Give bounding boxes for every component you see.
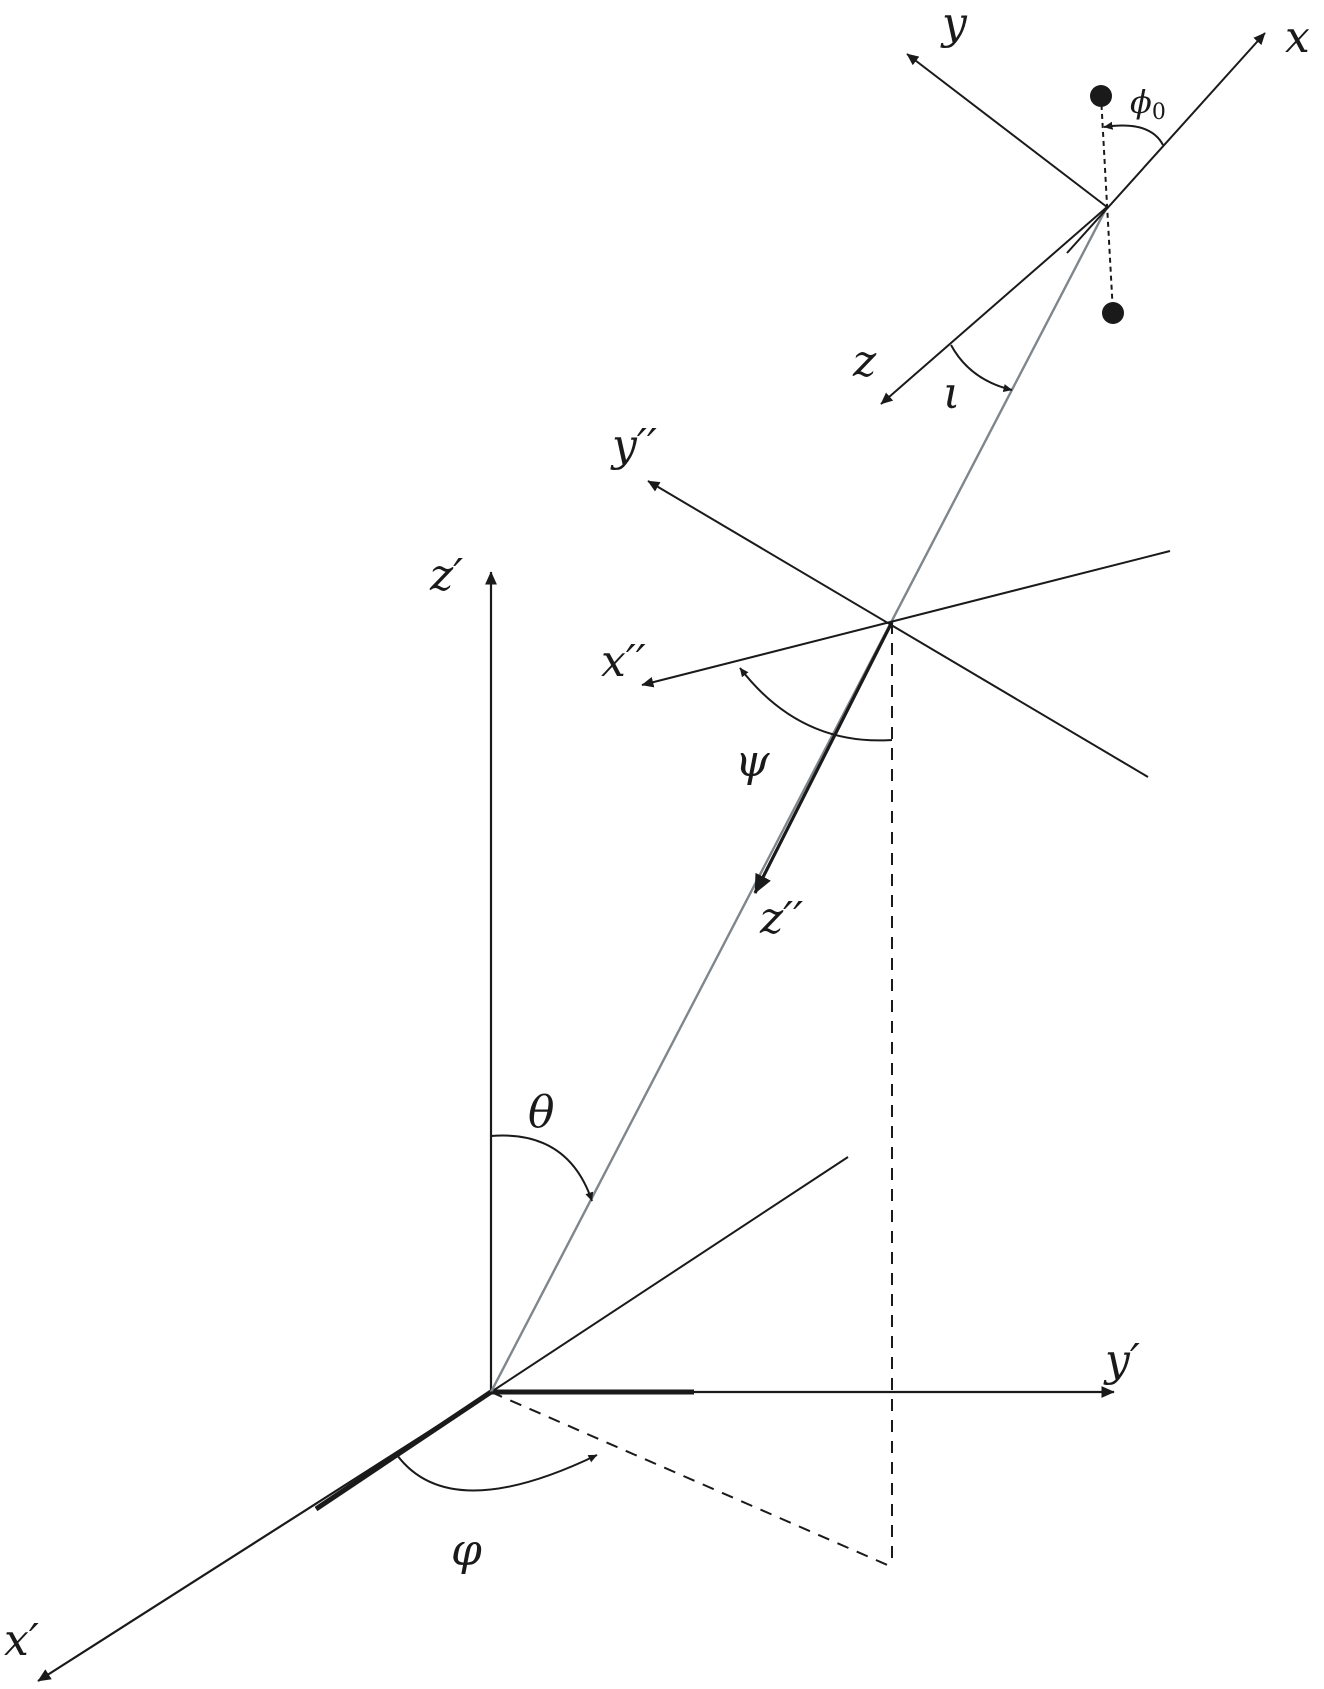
label-x-prime: x′ (4, 1615, 39, 1666)
binary-separation-line (1100, 95, 1114, 314)
label-z-prime: z′ (429, 550, 463, 601)
label-y: y (940, 0, 968, 49)
binary-mass-1 (1090, 85, 1112, 107)
ground-plane-line (490, 1156, 849, 1393)
label-psi: ψ (735, 736, 770, 787)
x-prime-axis-segment (314, 1389, 493, 1512)
label-theta: θ (528, 1087, 555, 1138)
phi-arc (396, 1454, 598, 1492)
theta-arc (490, 1134, 594, 1202)
double-primed-frame (641, 480, 1171, 894)
label-x-double-prime: x′′ (601, 636, 646, 687)
binary-mass-2 (1102, 302, 1124, 324)
label-z-double-prime: z′′ (759, 893, 803, 944)
label-z: z (852, 336, 877, 387)
label-phi0: ϕ0 (1130, 83, 1166, 125)
label-iota: ι (943, 368, 960, 419)
y-axis (906, 53, 1108, 208)
z-axis (880, 206, 1108, 405)
line-of-sight (489, 206, 1109, 1393)
iota-arc (950, 344, 1013, 392)
projection-lines (490, 622, 893, 1568)
phi0-arc (1103, 121, 1164, 146)
label-x: x (1285, 12, 1310, 63)
x-double-prime-axis (641, 550, 1171, 688)
y-double-prime-axis (647, 480, 1149, 778)
source-frame (880, 32, 1266, 405)
label-phi: φ (451, 1525, 482, 1576)
label-y-double-prime: y′′ (610, 420, 657, 471)
ground-projection (490, 1391, 893, 1568)
primed-frame (37, 571, 1115, 1682)
psi-arc (739, 667, 893, 742)
label-y-prime: y′ (1103, 1335, 1140, 1386)
z-double-prime-axis (753, 621, 894, 894)
x-axis (1066, 32, 1266, 254)
